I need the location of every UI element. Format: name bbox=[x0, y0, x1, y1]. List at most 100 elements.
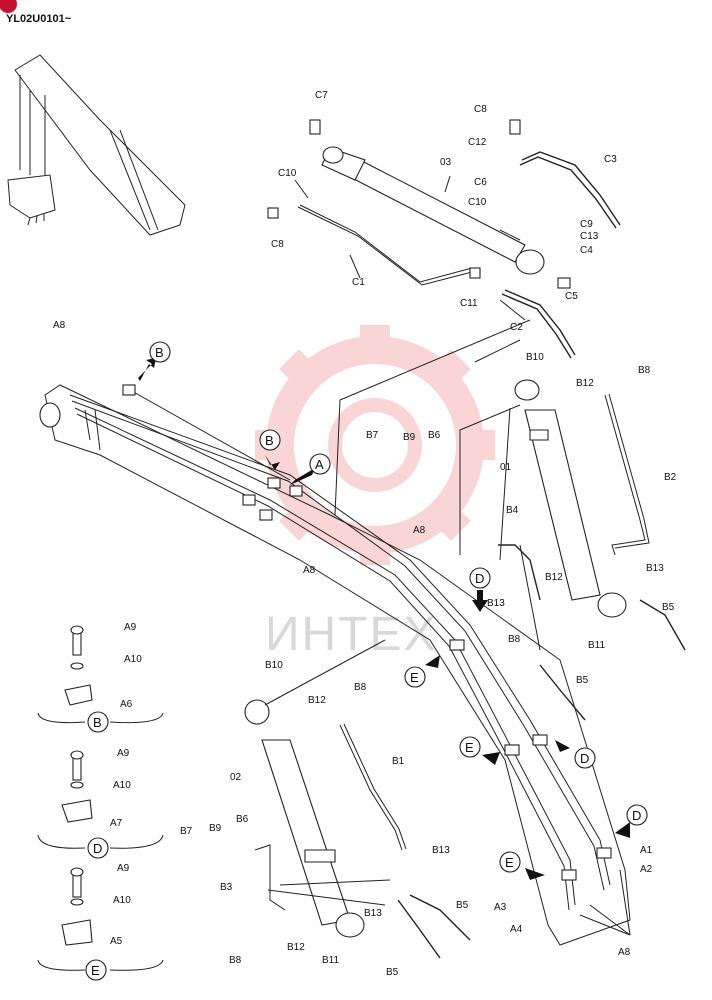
label-B8-right: B8 bbox=[638, 365, 651, 376]
hose-B5-lower bbox=[397, 899, 441, 959]
label-B12-left: B12 bbox=[308, 695, 326, 706]
callout-E-lower: E bbox=[505, 855, 514, 870]
label-C7: C7 bbox=[315, 90, 328, 101]
hose-B5-mid bbox=[539, 664, 586, 721]
label-C11: C11 bbox=[460, 298, 478, 309]
label-B9-right: B9 bbox=[403, 432, 416, 443]
label-B12-mid: B12 bbox=[545, 572, 563, 583]
label-A3: A3 bbox=[494, 902, 507, 913]
watermark-gear-icon bbox=[255, 325, 495, 565]
arm-cylinder-03 bbox=[321, 146, 545, 275]
watermark-text: ИНТЕХ bbox=[265, 608, 438, 661]
label-B8-mid: B8 bbox=[508, 634, 521, 645]
hose-B5-upper bbox=[639, 599, 686, 651]
label-C1: C1 bbox=[352, 277, 365, 288]
label-B6-left: B6 bbox=[236, 814, 249, 825]
callout-B-mid: B bbox=[265, 433, 274, 448]
label-B5-mid: B5 bbox=[576, 675, 589, 686]
label-A8-bottom: A8 bbox=[618, 947, 631, 958]
fitting-C8 bbox=[267, 207, 279, 219]
label-B8-left: B8 bbox=[354, 682, 367, 693]
boom-cylinder-01 bbox=[514, 379, 627, 618]
label-B5-bottom: B5 bbox=[386, 967, 399, 978]
label-A1: A1 bbox=[640, 845, 653, 856]
boom-cylinder-02 bbox=[244, 699, 365, 938]
label-C12: C12 bbox=[468, 137, 487, 148]
label-B3: B3 bbox=[220, 882, 233, 893]
label-A4: A4 bbox=[510, 924, 523, 935]
pipe-B3 bbox=[254, 844, 286, 911]
detail-view-D bbox=[37, 750, 164, 849]
label-A9-D: A9 bbox=[117, 748, 130, 759]
callout-B-upper: B bbox=[155, 345, 164, 360]
label-A2: A2 bbox=[640, 864, 653, 875]
fitting-C5 bbox=[557, 277, 571, 289]
label-A8-mid: A8 bbox=[413, 525, 426, 536]
leader-lines bbox=[264, 175, 631, 936]
label-B4: B4 bbox=[506, 505, 519, 516]
label-B13-bottom: B13 bbox=[364, 908, 382, 919]
hose-B5-lower2 bbox=[409, 894, 471, 941]
hose-C2 bbox=[504, 289, 576, 356]
label-B2: B2 bbox=[664, 472, 677, 483]
pipe-B2 bbox=[604, 394, 646, 556]
label-A10-E: A10 bbox=[113, 895, 131, 906]
label-B5-lower-right: B5 bbox=[456, 900, 469, 911]
label-C13: C13 bbox=[580, 231, 599, 242]
callout-E-mid: E bbox=[465, 740, 474, 755]
label-C8: C8 bbox=[474, 104, 487, 115]
hose-C3 bbox=[521, 151, 621, 226]
fitting-C7 bbox=[309, 119, 321, 135]
label-A5: A5 bbox=[110, 936, 123, 947]
label-03: 03 bbox=[440, 157, 452, 168]
label-A8-left: A8 bbox=[303, 565, 316, 576]
label-01: 01 bbox=[500, 462, 512, 473]
label-B12-bottom: B12 bbox=[287, 942, 305, 953]
boom-pipes bbox=[69, 389, 611, 911]
part-labels: C7 C8 C12 03 C3 C6 C10 C10 C9 C13 C4 C8 … bbox=[53, 90, 677, 978]
label-C10-right: C10 bbox=[468, 197, 487, 208]
label-B10-left: B10 bbox=[265, 660, 283, 671]
detail-view-B bbox=[37, 625, 164, 724]
pipe-clamps bbox=[122, 384, 612, 881]
callout-D-lower: D bbox=[632, 808, 641, 823]
label-A8-top: A8 bbox=[53, 320, 66, 331]
label-B6-right: B6 bbox=[428, 430, 441, 441]
fitting-C11 bbox=[469, 267, 481, 279]
label-A10-B: A10 bbox=[124, 654, 142, 665]
label-02: 02 bbox=[230, 772, 242, 783]
label-B12-right: B12 bbox=[576, 378, 594, 389]
label-C2: C2 bbox=[510, 322, 523, 333]
label-B5-right: B5 bbox=[662, 602, 675, 613]
label-B9-left: B9 bbox=[209, 823, 222, 834]
excavator-thumbnail bbox=[7, 54, 186, 236]
label-B11-bottom: B11 bbox=[322, 955, 339, 966]
label-B7-left: B7 bbox=[180, 826, 193, 837]
label-B13-mid: B13 bbox=[487, 598, 505, 609]
detail-E-title: E bbox=[91, 963, 100, 978]
detail-view-E bbox=[37, 867, 164, 971]
label-A9-E: A9 bbox=[117, 863, 130, 874]
label-B8-bottom: B8 bbox=[229, 955, 242, 966]
label-B7-right: B7 bbox=[366, 430, 379, 441]
boom-structure bbox=[39, 384, 631, 946]
label-C10-left: C10 bbox=[278, 168, 297, 179]
fitting-C8-top bbox=[509, 119, 521, 135]
pipe-B4 bbox=[498, 544, 541, 601]
label-A7: A7 bbox=[110, 818, 123, 829]
label-B1: B1 bbox=[392, 756, 405, 767]
callout-A: A bbox=[315, 457, 324, 472]
label-A9-B: A9 bbox=[124, 622, 137, 633]
detail-B-title: B bbox=[93, 715, 102, 730]
diagram-code: YL02U0101~ bbox=[6, 13, 72, 25]
callout-E-upper: E bbox=[410, 670, 419, 685]
label-C5: C5 bbox=[565, 291, 578, 302]
pipe-C1 bbox=[299, 204, 473, 283]
label-C9: C9 bbox=[580, 219, 593, 230]
label-B10-right: B10 bbox=[526, 352, 544, 363]
label-C3: C3 bbox=[604, 154, 617, 165]
label-B13-right: B13 bbox=[646, 563, 664, 574]
label-C4: C4 bbox=[580, 245, 593, 256]
page-badge-icon bbox=[0, 0, 17, 13]
